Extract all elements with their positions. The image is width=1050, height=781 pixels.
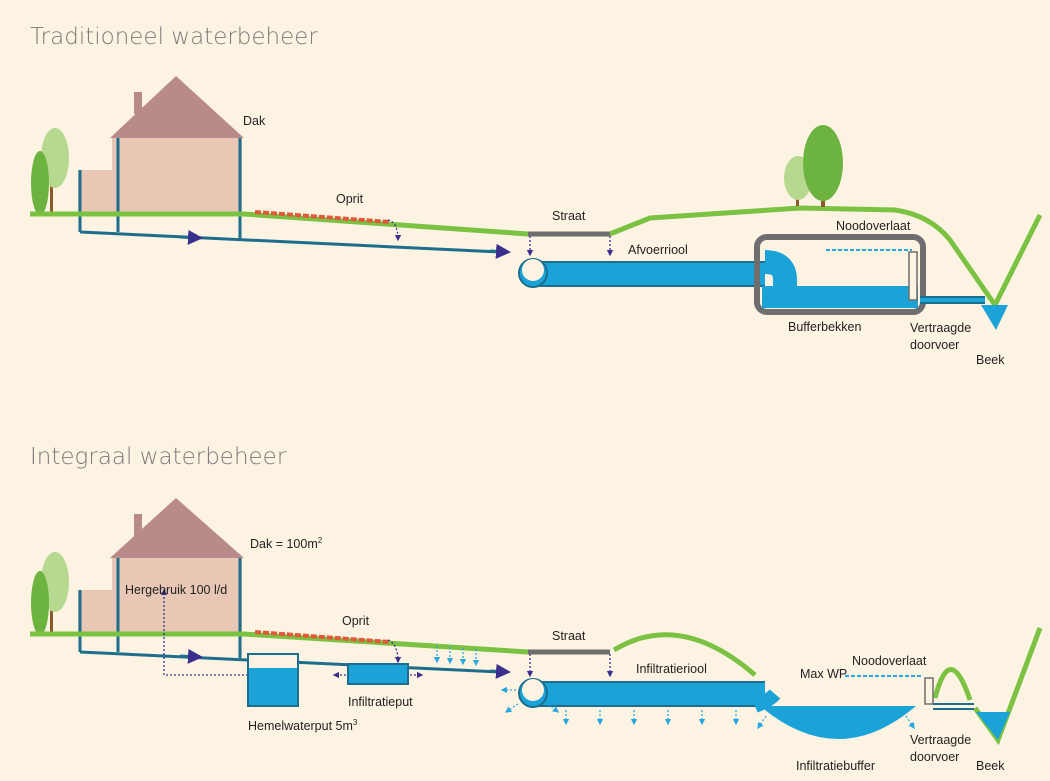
top-title: Traditioneel waterbeheer: [30, 24, 318, 50]
driveway: [254, 630, 391, 644]
beek-water: [981, 305, 1008, 330]
trees-left: [31, 128, 69, 215]
dak-text: Dak = 100m: [250, 537, 318, 552]
grass-line: [972, 627, 1043, 746]
flow-arrow: [179, 648, 203, 664]
label-dak: Dak: [243, 114, 266, 128]
infiltratieriool: [518, 678, 765, 708]
label-vertraagde: Vertraagde: [910, 733, 972, 747]
infiltratiebuffer: [752, 675, 974, 739]
label-doorvoer: doorvoer: [910, 338, 960, 352]
reuse-arrow: [160, 588, 248, 676]
house-sewer-pipe: [79, 230, 501, 254]
label-beek: Beek: [976, 759, 1005, 773]
top-scene: [30, 76, 1043, 330]
bottom-scene: [30, 498, 1043, 746]
trees-right: [784, 125, 843, 207]
label-noodoverlaat: Noodoverlaat: [836, 219, 911, 233]
runoff-arrow: [387, 639, 402, 664]
label-max-wp: Max WP: [800, 667, 848, 681]
label-infiltratieput: Infiltratieput: [348, 695, 413, 709]
beek-water: [976, 712, 1010, 740]
dak-superscript: 2: [317, 536, 323, 545]
label-dak: Dak = 100m2: [250, 533, 322, 552]
hemelwaterput: [247, 653, 299, 707]
hemelwaterput-text: Hemelwaterput 5m: [248, 719, 353, 734]
label-infiltratieriool: Infiltratieriool: [636, 662, 707, 676]
grass-line: [30, 205, 1043, 310]
label-afvoerriool: Afvoerriool: [628, 243, 688, 257]
driveway: [254, 210, 391, 224]
label-bufferbekken: Bufferbekken: [788, 320, 862, 334]
grass-infiltration-arrows: [433, 646, 480, 667]
flow-arrow: [489, 663, 511, 679]
infiltratieput: [332, 663, 424, 685]
label-hemelwaterput: Hemelwaterput 5m3: [248, 715, 357, 734]
label-oprit: Oprit: [336, 192, 364, 206]
sewer-infiltration-arrows: [500, 686, 915, 730]
label-hergebruik: Hergebruik 100 l/d: [125, 583, 228, 597]
bufferbekken: [754, 234, 985, 315]
label-infiltratiebuffer: Infiltratiebuffer: [796, 759, 875, 773]
grass-mound: [932, 667, 973, 701]
flow-arrow: [489, 243, 511, 259]
label-vertraagde: Vertraagde: [910, 321, 972, 335]
trees-left: [31, 552, 69, 635]
label-straat: Straat: [552, 629, 586, 643]
afvoerriool: [518, 250, 797, 292]
label-doorvoer: doorvoer: [910, 750, 960, 764]
house: [78, 76, 244, 240]
grass-mound: [612, 632, 757, 677]
label-straat: Straat: [552, 209, 586, 223]
label-noodoverlaat: Noodoverlaat: [852, 654, 927, 668]
bottom-title: Integraal waterbeheer: [30, 444, 287, 470]
label-oprit: Oprit: [342, 614, 370, 628]
house: [78, 498, 244, 658]
runoff-arrow: [387, 219, 402, 242]
label-beek: Beek: [976, 353, 1005, 367]
hemelwaterput-superscript: 3: [352, 718, 358, 727]
flow-arrow: [179, 229, 203, 245]
